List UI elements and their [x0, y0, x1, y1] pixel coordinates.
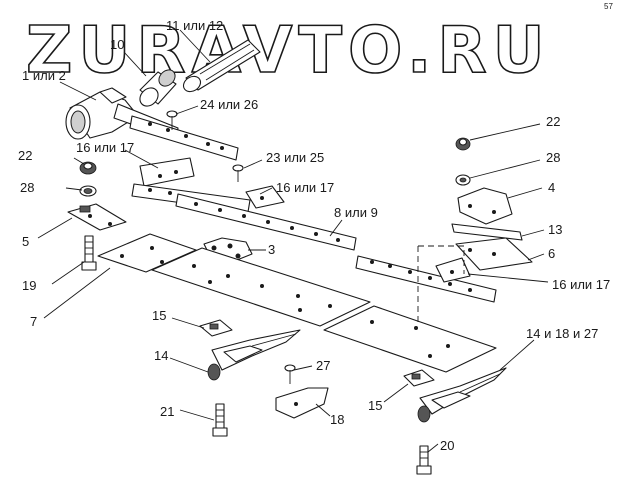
- label-23-or-25: 23 или 25: [266, 150, 324, 165]
- watermark: ZURAVTO.RU: [26, 14, 551, 88]
- label-1-or-2: 1 или 2: [22, 68, 66, 83]
- label-7: 7: [30, 314, 37, 329]
- label-3: 3: [268, 242, 275, 257]
- label-19: 19: [22, 278, 36, 293]
- label-5: 5: [22, 234, 29, 249]
- label-27: 27: [316, 358, 330, 373]
- bolt-part-20: [416, 445, 432, 475]
- label-14-left: 14: [154, 348, 168, 363]
- label-20: 20: [440, 438, 454, 453]
- guard-finger-part-14-left: [207, 329, 301, 381]
- assembly-guide-line: [418, 245, 465, 274]
- guide-part-4: [457, 187, 513, 225]
- bolt-part-27: [284, 364, 296, 384]
- spacer-part-15-right: [403, 369, 435, 387]
- washer-part-28-left: [79, 185, 97, 197]
- plate-part-7-middle: [151, 247, 371, 327]
- label-22-right: 22: [546, 114, 560, 129]
- pin-part-11: [182, 39, 261, 93]
- label-16-or-17-right: 16 или 17: [552, 277, 610, 292]
- nut-part-22-right: [455, 137, 471, 151]
- label-15-left: 15: [152, 308, 166, 323]
- label-16-or-17-top: 16 или 17: [76, 140, 134, 155]
- nut-part-22-left: [79, 161, 97, 175]
- label-14-and-18-and-27: 14 и 18 и 27: [526, 326, 598, 341]
- label-18: 18: [330, 412, 344, 427]
- label-22-left: 22: [18, 148, 32, 163]
- label-24-or-26: 24 или 26: [200, 97, 258, 112]
- plate-part-5: [67, 203, 127, 231]
- bolt-part-19: [81, 235, 97, 271]
- washer-part-28-right: [455, 174, 471, 186]
- plate-part-6: [455, 237, 533, 271]
- label-15-right: 15: [368, 398, 382, 413]
- knife-back-bar-part-8: [175, 193, 357, 251]
- label-8-or-9: 8 или 9: [334, 205, 378, 220]
- clip-part-16-right: [435, 257, 471, 283]
- label-28-left: 28: [20, 180, 34, 195]
- shim-part-13: [451, 223, 523, 241]
- plate-part-7-left: [97, 233, 197, 273]
- label-11-or-12: 11 или 12: [166, 18, 223, 33]
- leader-lines: [37, 29, 549, 453]
- bushing-part-10: [139, 69, 177, 107]
- spacer-part-15-left: [199, 319, 233, 337]
- section-part-18: [275, 387, 329, 419]
- clip-part-16-middle: [245, 185, 285, 209]
- clip-part-16-left: [139, 157, 195, 187]
- label-4: 4: [548, 180, 555, 195]
- label-21: 21: [160, 404, 174, 419]
- label-10: 10: [110, 37, 124, 52]
- bolt-part-23: [232, 164, 244, 182]
- guard-finger-part-14-right: [417, 367, 507, 423]
- label-13: 13: [548, 222, 562, 237]
- label-16-or-17-middle: 16 или 17: [276, 180, 334, 195]
- plate-part-7-right: [323, 305, 497, 373]
- bolt-part-21: [212, 403, 228, 437]
- callout-labels: 1 или 2 10 11 или 12 24 или 26 22 16 или…: [18, 18, 610, 453]
- label-6: 6: [548, 246, 555, 261]
- corner-mark: 57: [604, 2, 613, 11]
- knife-back-bar-short: [129, 115, 239, 161]
- label-28-right: 28: [546, 150, 560, 165]
